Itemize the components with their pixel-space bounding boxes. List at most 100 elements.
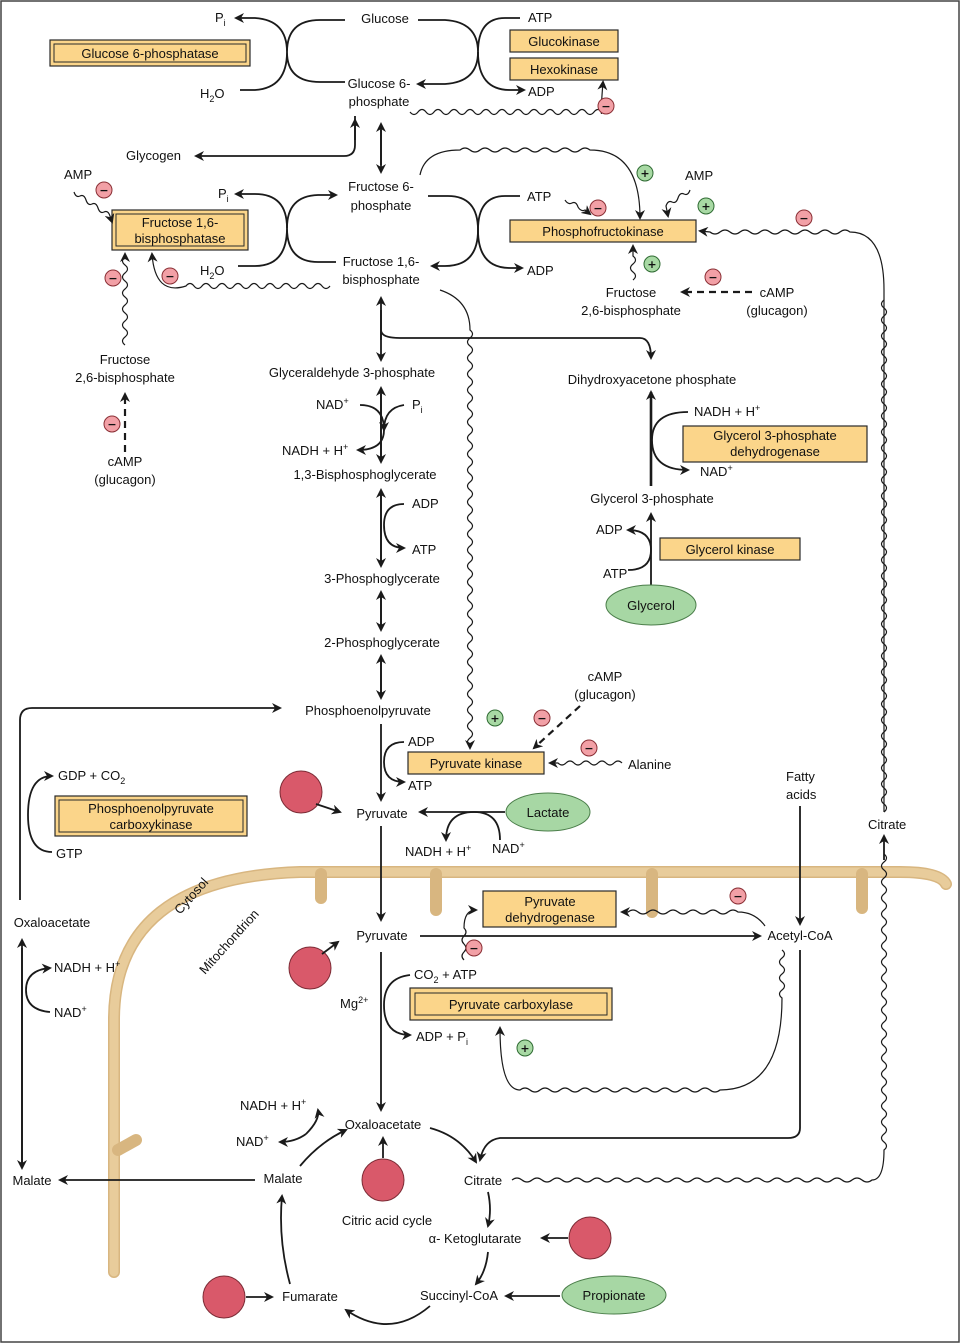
svg-text:+: + (701, 200, 710, 213)
citrate-export-wavy (511, 853, 888, 1183)
svg-text:+: + (640, 167, 649, 180)
glycogen-label: Glycogen (126, 148, 181, 163)
citrate-cyto-label: Citrate (868, 817, 906, 832)
svg-text:−: − (799, 212, 808, 225)
svg-text:−: − (469, 942, 478, 955)
f26bp-left-label-2: 2,6-bisphosphate (75, 370, 175, 385)
pep-label: Phosphoenolpyruvate (305, 703, 431, 718)
pfk-box (509, 219, 697, 243)
adp-gk-label: ADP (596, 522, 623, 537)
mitochondrial-membrane (108, 866, 952, 1278)
svg-text:−: − (165, 270, 174, 283)
alanine-label: Alanine (628, 757, 671, 772)
glucose-label: Glucose (361, 11, 409, 26)
f26bp-right-label-2: 2,6-bisphosphate (581, 303, 681, 318)
h2o-mid-label: H2O (200, 263, 225, 281)
nad-gap-label: NAD+ (316, 396, 349, 412)
g6p-label-2: phosphate (349, 94, 410, 109)
pk-alanine-inhibition-sign: − (580, 739, 598, 757)
f16bp-activates-pyruvate-kinase (439, 289, 475, 750)
camp-right-label-1: cAMP (760, 285, 795, 300)
glycerol-kinase-arrow (626, 525, 652, 571)
nadh-g3p-label: NADH + H+ (694, 403, 760, 419)
pc-activation-sign: + (516, 1039, 534, 1057)
atp-top-label: ATP (528, 10, 552, 25)
pdh-label-2: dehydrogenase (505, 910, 595, 925)
f26bp-right-label-1: Fructose (606, 285, 657, 300)
malate-cyto-label: Malate (12, 1173, 51, 1188)
svg-text:−: − (108, 272, 117, 285)
svg-text:−: − (107, 418, 116, 431)
mitochondrion-label: Mitochondrion (196, 906, 262, 977)
f26bp-activates-pfk (628, 244, 638, 281)
atp-pk-label: ATP (408, 778, 432, 793)
pg2-label: 2-Phosphoglycerate (324, 635, 440, 650)
camp-right-inhibition-sign: − (704, 268, 722, 286)
g6p-label-1: Glucose 6- (348, 76, 411, 91)
pc-label: Pyruvate carboxylase (449, 997, 573, 1012)
acetylcoa-to-citrate-arrow (476, 950, 801, 1162)
adp-pfk-label: ADP (527, 263, 554, 278)
oaa-cyto-label: Oxaloacetate (14, 915, 91, 930)
atp-pgk-label: ATP (412, 542, 436, 557)
pfk-arrow-f16bp (430, 229, 479, 271)
f26bp-inhibits-fbpase (120, 252, 130, 346)
fatty-acids-label-2: acids (786, 787, 817, 802)
svg-text:+: + (490, 712, 499, 725)
g6pase-arrow-bottom (240, 51, 345, 91)
pyruvate-mito-label: Pyruvate (356, 928, 407, 943)
adp-pk-label: ADP (408, 734, 435, 749)
amp-fbpase-inhibition-sign: − (95, 181, 113, 199)
amp-inhibits-fbpase (73, 191, 115, 224)
fbpase-arrow-pi (234, 189, 288, 229)
gtp-label: GTP (56, 846, 83, 861)
svg-text:−: − (99, 184, 108, 197)
pfk-activation-sign-amp: + (697, 197, 715, 215)
amp-left-label: AMP (64, 167, 92, 182)
akg-to-succinylcoa-arrow (474, 1251, 489, 1286)
entry-dot-akg (568, 1216, 612, 1260)
hexokinase-inhibition-sign: − (597, 97, 615, 115)
g3pdh-label-1: Glycerol 3-phosphate (713, 428, 837, 443)
pyruvate-kinase-label: Pyruvate kinase (430, 756, 523, 771)
mg-label: Mg2+ (340, 995, 368, 1011)
g3pdh-nadh-arrow (651, 411, 690, 475)
entry-arrow-pyruvate-mito (321, 940, 340, 955)
cyto-mdh-arrow (25, 963, 52, 1013)
entry-dot-pyruvate-cyto (279, 770, 323, 814)
pi-mid-label: Pi (218, 186, 229, 204)
glycerol-label: Glycerol (627, 598, 675, 613)
nad-g3p-label: NAD+ (700, 463, 733, 479)
entry-dot-fumarate (202, 1275, 246, 1319)
svg-text:−: − (601, 100, 610, 113)
propionate-label: Propionate (583, 1288, 646, 1303)
succinyl-coa-label: Succinyl-CoA (420, 1288, 498, 1303)
g6p-inhibits-hexokinase (409, 80, 608, 116)
pdh-inhibition-sign-pyruvate: − (465, 939, 483, 957)
pyruvate-kinase-box (407, 751, 545, 775)
hexokinase-arrow-g6p (416, 51, 479, 89)
atp-gk-label: ATP (603, 566, 627, 581)
camp-pk-label-2: (glucagon) (574, 687, 635, 702)
citrate-to-akg-arrow (485, 1191, 495, 1228)
f16bp-to-dhap-arrow (380, 329, 656, 360)
g6p-to-glycogen-arrow (194, 116, 356, 161)
fbpase-label-2: bisphosphatase (134, 231, 225, 246)
akg-label: α- Ketoglutarate (429, 1231, 522, 1246)
pg3-label: 3-Phosphoglycerate (324, 571, 440, 586)
ldh-nad-arrow (441, 811, 501, 842)
malate-mito-label: Malate (263, 1171, 302, 1186)
lactate-label: Lactate (527, 805, 570, 820)
camp-right-label-2: (glucagon) (746, 303, 807, 318)
pdh-label-1: Pyruvate (524, 894, 575, 909)
lactate-oval (505, 792, 591, 832)
g3pdh-label-2: dehydrogenase (730, 444, 820, 459)
nadh-mdh-cyto-label: NADH + H+ (54, 959, 120, 975)
pc-cofactor-arrow (383, 974, 412, 1040)
f6p-label-2: phosphate (351, 198, 412, 213)
glycerol-kinase-box (659, 537, 801, 561)
nad-ldh-label: NAD+ (492, 840, 525, 856)
camp-pk-dashed-arrow (532, 705, 581, 750)
